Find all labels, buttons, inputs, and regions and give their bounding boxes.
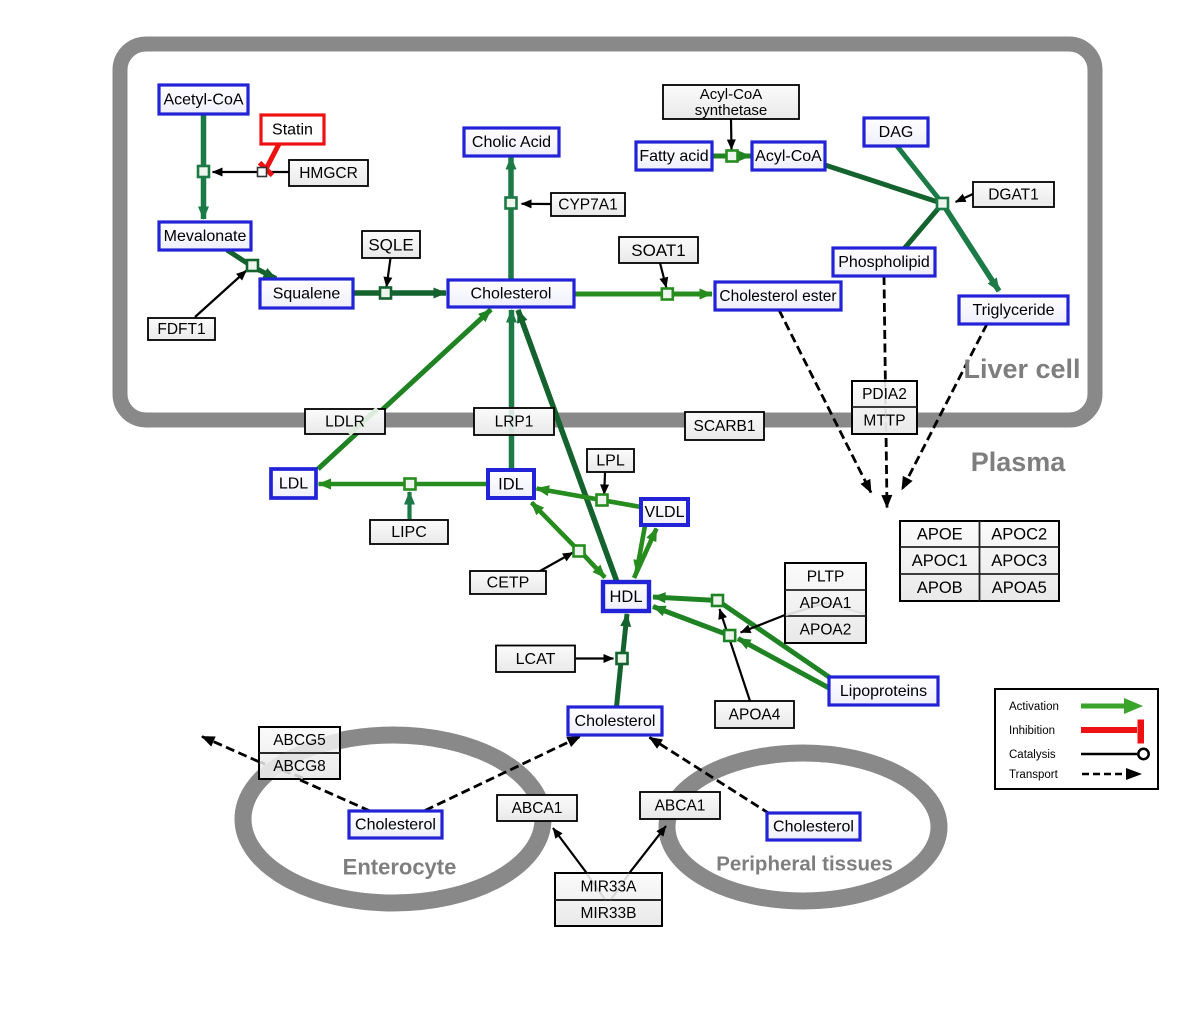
svg-text:Cholesterol: Cholesterol — [773, 819, 854, 836]
svg-text:LDLR: LDLR — [325, 414, 365, 431]
svg-text:LIPC: LIPC — [391, 524, 427, 541]
svg-text:Transport: Transport — [1009, 769, 1059, 781]
svg-text:Cholesterol ester: Cholesterol ester — [719, 288, 836, 305]
svg-text:Cholic Acid: Cholic Acid — [472, 134, 551, 151]
svg-text:SQLE: SQLE — [368, 236, 413, 255]
svg-text:APOA1: APOA1 — [800, 595, 852, 612]
svg-text:DGAT1: DGAT1 — [988, 187, 1039, 204]
svg-text:APOA4: APOA4 — [729, 707, 781, 724]
svg-text:APOE: APOE — [917, 526, 963, 544]
svg-text:ABCG8: ABCG8 — [273, 758, 326, 775]
svg-text:APOC2: APOC2 — [991, 526, 1047, 544]
svg-text:Cholesterol: Cholesterol — [575, 713, 656, 730]
svg-text:Mevalonate: Mevalonate — [164, 228, 247, 245]
svg-text:Fatty acid: Fatty acid — [639, 148, 708, 165]
svg-text:Squalene: Squalene — [273, 286, 341, 303]
svg-text:synthetase: synthetase — [695, 102, 768, 119]
svg-text:Triglyceride: Triglyceride — [972, 302, 1054, 319]
svg-text:ABCG5: ABCG5 — [273, 732, 326, 749]
svg-text:Cholesterol: Cholesterol — [471, 286, 552, 303]
svg-text:Acyl-CoA: Acyl-CoA — [755, 148, 822, 165]
svg-text:LPL: LPL — [596, 453, 625, 470]
svg-text:APOC3: APOC3 — [991, 552, 1047, 570]
svg-text:Inhibition: Inhibition — [1009, 725, 1055, 737]
svg-text:Plasma: Plasma — [971, 447, 1067, 477]
svg-text:SCARB1: SCARB1 — [693, 418, 755, 435]
svg-text:Activation: Activation — [1009, 701, 1059, 713]
svg-text:Statin: Statin — [272, 122, 313, 139]
svg-text:HMGCR: HMGCR — [299, 165, 358, 182]
svg-text:HDL: HDL — [609, 588, 642, 606]
svg-text:Liver cell: Liver cell — [963, 354, 1080, 384]
svg-text:LDL: LDL — [279, 476, 308, 493]
svg-text:APOA2: APOA2 — [800, 622, 852, 639]
svg-text:IDL: IDL — [498, 476, 524, 494]
svg-text:Acetyl-CoA: Acetyl-CoA — [163, 92, 243, 109]
svg-text:Lipoproteins: Lipoproteins — [840, 683, 927, 700]
svg-text:MIR33A: MIR33A — [581, 879, 638, 896]
svg-text:VLDL: VLDL — [644, 504, 684, 521]
svg-text:APOC1: APOC1 — [912, 552, 968, 570]
svg-text:SOAT1: SOAT1 — [631, 241, 685, 260]
svg-text:LCAT: LCAT — [516, 651, 556, 668]
svg-text:ABCA1: ABCA1 — [512, 800, 563, 817]
svg-text:APOA5: APOA5 — [992, 579, 1047, 597]
svg-text:LRP1: LRP1 — [495, 414, 534, 431]
svg-text:Peripheral tissues: Peripheral tissues — [716, 853, 893, 876]
svg-text:FDFT1: FDFT1 — [157, 321, 205, 338]
svg-text:CYP7A1: CYP7A1 — [558, 197, 617, 214]
svg-text:PLTP: PLTP — [807, 569, 845, 586]
svg-text:MTTP: MTTP — [863, 413, 905, 430]
svg-text:MIR33B: MIR33B — [581, 905, 637, 922]
svg-text:Enterocyte: Enterocyte — [343, 855, 457, 880]
svg-text:Phospholipid: Phospholipid — [838, 254, 930, 271]
svg-text:Cholesterol: Cholesterol — [355, 817, 436, 834]
svg-text:ABCA1: ABCA1 — [655, 798, 706, 815]
svg-text:APOB: APOB — [917, 579, 963, 597]
svg-text:PDIA2: PDIA2 — [862, 386, 907, 403]
svg-text:Catalysis: Catalysis — [1009, 749, 1056, 761]
svg-text:CETP: CETP — [487, 575, 530, 592]
svg-text:Acyl-CoA: Acyl-CoA — [700, 86, 763, 103]
svg-text:DAG: DAG — [879, 124, 914, 141]
